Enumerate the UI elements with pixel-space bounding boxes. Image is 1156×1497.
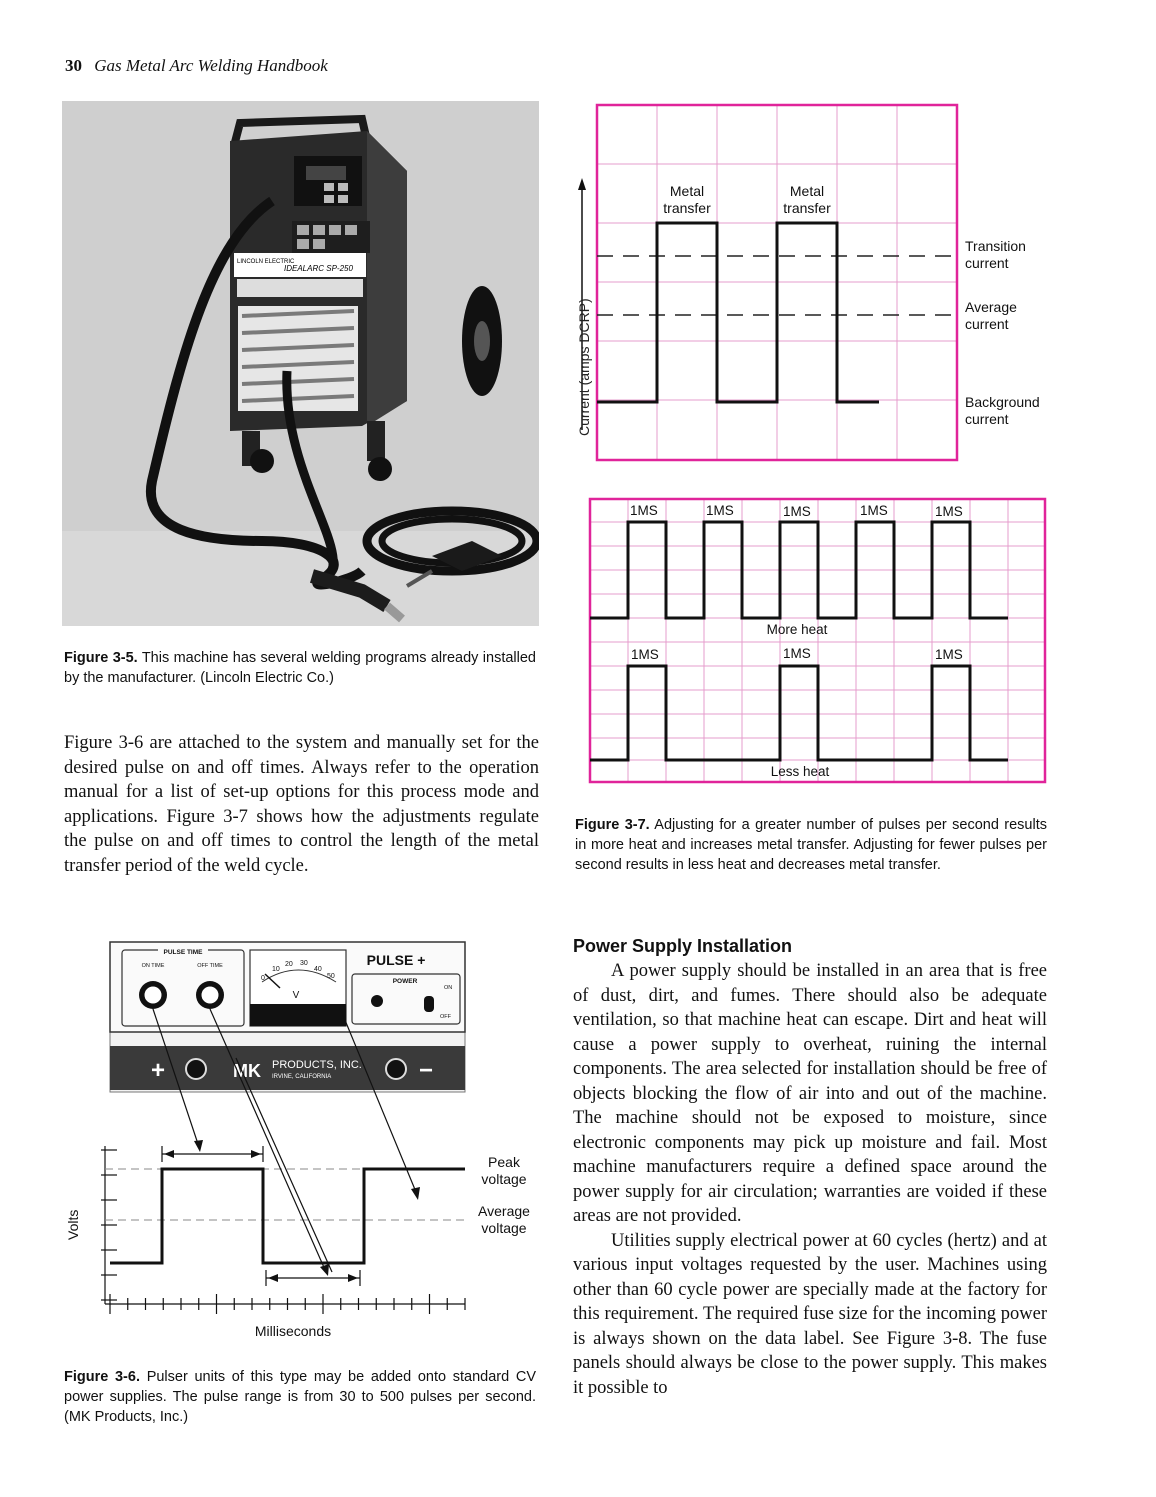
page-header: 30 Gas Metal Arc Welding Handbook (65, 56, 328, 76)
power-toggle-switch[interactable] (424, 996, 434, 1012)
section-paragraph-2: Utilities supply electrical power at 60 … (573, 1230, 1047, 1398)
figure-3-7-text: Adjusting for a greater number of pulses… (575, 817, 1047, 873)
section-heading: Power Supply Installation (573, 936, 793, 956)
meter-tick-0: 0 (261, 975, 265, 982)
book-title: Gas Metal Arc Welding Handbook (94, 56, 328, 75)
power-supply-section: Power Supply Installation A power supply… (573, 936, 1047, 1400)
volts-axis-label: Volts (65, 1210, 81, 1240)
less-heat-label: Less heat (771, 764, 830, 779)
pulse-plus-title: PULSE + (367, 952, 426, 968)
model-plate-text: IDEALARC SP-250 (284, 264, 353, 273)
positive-terminal-symbol: + (151, 1057, 165, 1084)
company-name: PRODUCTS, INC. (272, 1059, 362, 1071)
figure-3-6-label: Figure 3-6. (64, 1369, 140, 1385)
positive-terminal (185, 1058, 207, 1080)
figure-3-5-label: Figure 3-5. (64, 650, 138, 666)
milliseconds-axis-label: Milliseconds (255, 1323, 331, 1339)
meter-tick-30: 30 (300, 960, 308, 967)
top-pulse-label-4: 1MS (860, 503, 888, 518)
section-paragraph-1: A power supply should be installed in an… (573, 961, 1047, 1226)
top-pulse-label-2: 1MS (706, 503, 734, 518)
page-number: 30 (65, 56, 82, 75)
meter-tick-10: 10 (272, 966, 280, 973)
company-city: IRVINE, CALIFORNIA (272, 1074, 331, 1080)
figure-3-6-text: Pulser units of this type may be added o… (64, 1369, 537, 1425)
power-indicator-lamp (371, 995, 383, 1007)
top-pulse-label-1: 1MS (630, 503, 658, 518)
meter-tick-50: 50 (327, 973, 335, 980)
figure-3-7-label: Figure 3-7. (575, 817, 650, 833)
pulse-time-label: PULSE TIME (163, 949, 203, 956)
meter-unit: V (293, 990, 300, 1001)
more-heat-label: More heat (767, 622, 828, 637)
y-axis-label: Current (amps DCRP) (576, 298, 592, 436)
bottom-pulse-label-3: 1MS (935, 647, 963, 662)
negative-terminal (385, 1058, 407, 1080)
bottom-pulse-label-1: 1MS (631, 647, 659, 662)
meter-tick-40: 40 (314, 966, 322, 973)
top-pulse-label-5: 1MS (935, 504, 963, 519)
welding-machine-photo: LINCOLN ELECTRIC IDEALARC SP-250 (62, 101, 539, 626)
left-paragraph: Figure 3-6 are attached to the system an… (64, 733, 539, 876)
on-time-label: ON TIME (142, 963, 165, 969)
figure-3-6-caption: Figure 3-6. Pulser units of this type ma… (64, 1367, 536, 1427)
pulser-panel-diagram: PULSE TIME ON TIME OFF TIME 0 10 20 30 4… (65, 941, 530, 1339)
figure-3-5-text: This machine has several welding program… (64, 650, 536, 686)
brand-plate-text: LINCOLN ELECTRIC (237, 259, 295, 265)
section-body: A power supply should be installed in an… (573, 959, 1047, 1400)
figure-3-7-caption: Figure 3-7. Adjusting for a greater numb… (575, 815, 1047, 875)
negative-terminal-symbol: − (419, 1057, 433, 1084)
power-label: POWER (393, 978, 418, 985)
bottom-pulse-label-2: 1MS (783, 646, 811, 661)
left-column-text: Figure 3-6 are attached to the system an… (64, 731, 539, 878)
top-pulse-label-3: 1MS (783, 504, 811, 519)
pulse-frequency-diagram: 1MS 1MS 1MS 1MS 1MS More heat 1MS 1MS 1M… (588, 497, 1047, 784)
meter-tick-20: 20 (285, 961, 293, 968)
figure-3-5-caption: Figure 3-5. This machine has several wel… (64, 648, 536, 688)
on-switch-label: ON (444, 985, 452, 991)
off-time-label: OFF TIME (197, 963, 223, 969)
off-switch-label: OFF (440, 1014, 452, 1020)
